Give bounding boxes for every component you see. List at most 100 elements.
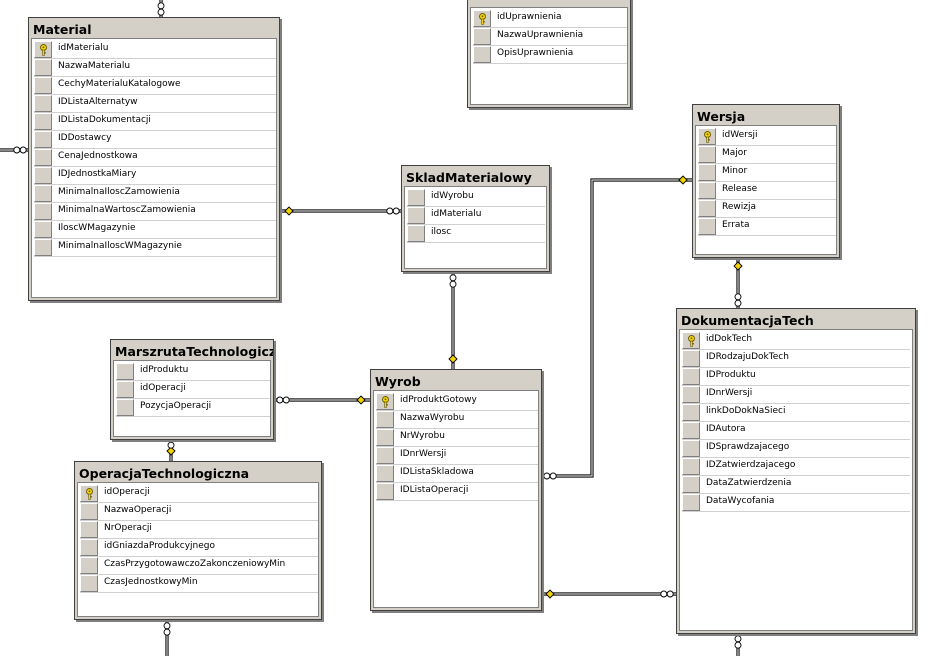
table-title[interactable]: Wyrob xyxy=(375,374,421,389)
column-row[interactable]: IDListaAlternatyw xyxy=(34,95,276,113)
row-selector[interactable] xyxy=(34,221,52,238)
row-selector[interactable] xyxy=(34,41,52,58)
row-selector[interactable] xyxy=(473,46,491,63)
column-row[interactable]: IDDostawcy xyxy=(34,131,276,149)
relationship-wyrob-dokumentacja[interactable] xyxy=(542,589,676,599)
column-row[interactable]: Rewizja xyxy=(698,200,836,218)
row-selector[interactable] xyxy=(682,404,700,421)
row-selector[interactable] xyxy=(698,218,716,235)
row-selector[interactable] xyxy=(34,131,52,148)
column-row[interactable]: NazwaWyrobu xyxy=(376,411,538,429)
relationship-dokumentacja-offscreen[interactable] xyxy=(734,634,742,656)
row-selector[interactable] xyxy=(698,128,716,145)
row-selector[interactable] xyxy=(116,381,134,398)
row-selector[interactable] xyxy=(376,465,394,482)
row-selector[interactable] xyxy=(376,393,394,410)
row-selector[interactable] xyxy=(80,503,98,520)
row-selector[interactable] xyxy=(682,476,700,493)
row-selector[interactable] xyxy=(473,10,491,27)
column-row[interactable]: MinimalnaIloscZamowienia xyxy=(34,185,276,203)
column-row[interactable]: linkDoDokNaSieci xyxy=(682,404,910,422)
table-title[interactable]: Material xyxy=(33,22,92,37)
column-row[interactable]: NrWyrobu xyxy=(376,429,538,447)
column-row[interactable]: idWersji xyxy=(698,128,836,146)
relationship-operacja-offscreen[interactable] xyxy=(163,620,171,656)
row-selector[interactable] xyxy=(407,225,425,242)
relationship-wersja-wyrob[interactable] xyxy=(542,175,692,480)
column-row[interactable]: IDListaOperacji xyxy=(376,483,538,501)
column-row[interactable]: DataWycofania xyxy=(682,494,910,512)
row-selector[interactable] xyxy=(682,368,700,385)
column-row[interactable]: OpisUprawnienia xyxy=(473,46,627,64)
row-selector[interactable] xyxy=(698,164,716,181)
row-selector[interactable] xyxy=(376,411,394,428)
relationship-wyrob-sklad[interactable] xyxy=(448,272,458,369)
relationship-wersja-dokumentacja[interactable] xyxy=(733,258,743,308)
column-row[interactable]: CenaJednostkowa xyxy=(34,149,276,167)
row-selector[interactable] xyxy=(698,146,716,163)
column-row[interactable]: idGniazdaProdukcyjnego xyxy=(80,539,318,557)
column-row[interactable]: IDAutora xyxy=(682,422,910,440)
column-row[interactable]: IDnrWersji xyxy=(682,386,910,404)
column-row[interactable]: IDZatwierdzajacego xyxy=(682,458,910,476)
column-row[interactable]: PozycjaOperacji xyxy=(116,399,270,417)
column-row[interactable]: idWyrobu xyxy=(407,189,545,207)
column-row[interactable]: IDListaDokumentacji xyxy=(34,113,276,131)
column-row[interactable]: IDRodzajuDokTech xyxy=(682,350,910,368)
column-row[interactable]: NrOperacji xyxy=(80,521,318,539)
table-title[interactable] xyxy=(472,0,630,7)
row-selector[interactable] xyxy=(34,149,52,166)
relationship-material-offscreen-top[interactable] xyxy=(157,0,165,17)
column-row[interactable]: idUprawnienia xyxy=(473,10,627,28)
row-selector[interactable] xyxy=(116,363,134,380)
column-row[interactable]: IloscWMagazynie xyxy=(34,221,276,239)
row-selector[interactable] xyxy=(682,494,700,511)
row-selector[interactable] xyxy=(698,182,716,199)
column-row[interactable]: CechyMaterialuKatalogowe xyxy=(34,77,276,95)
column-row[interactable]: IDListaSkladowa xyxy=(376,465,538,483)
row-selector[interactable] xyxy=(34,203,52,220)
column-row[interactable]: idProduktGotowy xyxy=(376,393,538,411)
row-selector[interactable] xyxy=(682,386,700,403)
row-selector[interactable] xyxy=(376,429,394,446)
table-title[interactable]: Wersja xyxy=(697,109,746,124)
row-selector[interactable] xyxy=(682,332,700,349)
column-row[interactable]: ilosc xyxy=(407,225,545,243)
row-selector[interactable] xyxy=(682,350,700,367)
row-selector[interactable] xyxy=(34,113,52,130)
column-row[interactable]: idMaterialu xyxy=(407,207,545,225)
row-selector[interactable] xyxy=(376,483,394,500)
column-row[interactable]: NazwaMaterialu xyxy=(34,59,276,77)
row-selector[interactable] xyxy=(80,575,98,592)
row-selector[interactable] xyxy=(80,539,98,556)
relationship-material-sklad[interactable] xyxy=(280,206,401,216)
relationship-wyrob-marszruta[interactable] xyxy=(274,395,370,405)
table-title[interactable]: MarszrutaTechnologiczna xyxy=(115,344,273,359)
row-selector[interactable] xyxy=(34,59,52,76)
row-selector[interactable] xyxy=(376,447,394,464)
column-row[interactable]: idOperacji xyxy=(116,381,270,399)
row-selector[interactable] xyxy=(34,77,52,94)
row-selector[interactable] xyxy=(34,239,52,256)
column-row[interactable]: NazwaOperacji xyxy=(80,503,318,521)
column-row[interactable]: Major xyxy=(698,146,836,164)
table-marszruta[interactable]: MarszrutaTechnologicznaidProduktuidOpera… xyxy=(110,339,274,440)
column-row[interactable]: MinimalnaIloscWMagazynie xyxy=(34,239,276,257)
column-row[interactable]: IDnrWersji xyxy=(376,447,538,465)
column-row[interactable]: IDSprawdzajacego xyxy=(682,440,910,458)
row-selector[interactable] xyxy=(80,521,98,538)
column-row[interactable]: CzasJednostkowyMin xyxy=(80,575,318,593)
table-title[interactable]: SkladMaterialowy xyxy=(406,170,532,185)
row-selector[interactable] xyxy=(34,167,52,184)
column-row[interactable]: idOperacji xyxy=(80,485,318,503)
row-selector[interactable] xyxy=(34,185,52,202)
row-selector[interactable] xyxy=(80,485,98,502)
row-selector[interactable] xyxy=(682,458,700,475)
row-selector[interactable] xyxy=(80,557,98,574)
